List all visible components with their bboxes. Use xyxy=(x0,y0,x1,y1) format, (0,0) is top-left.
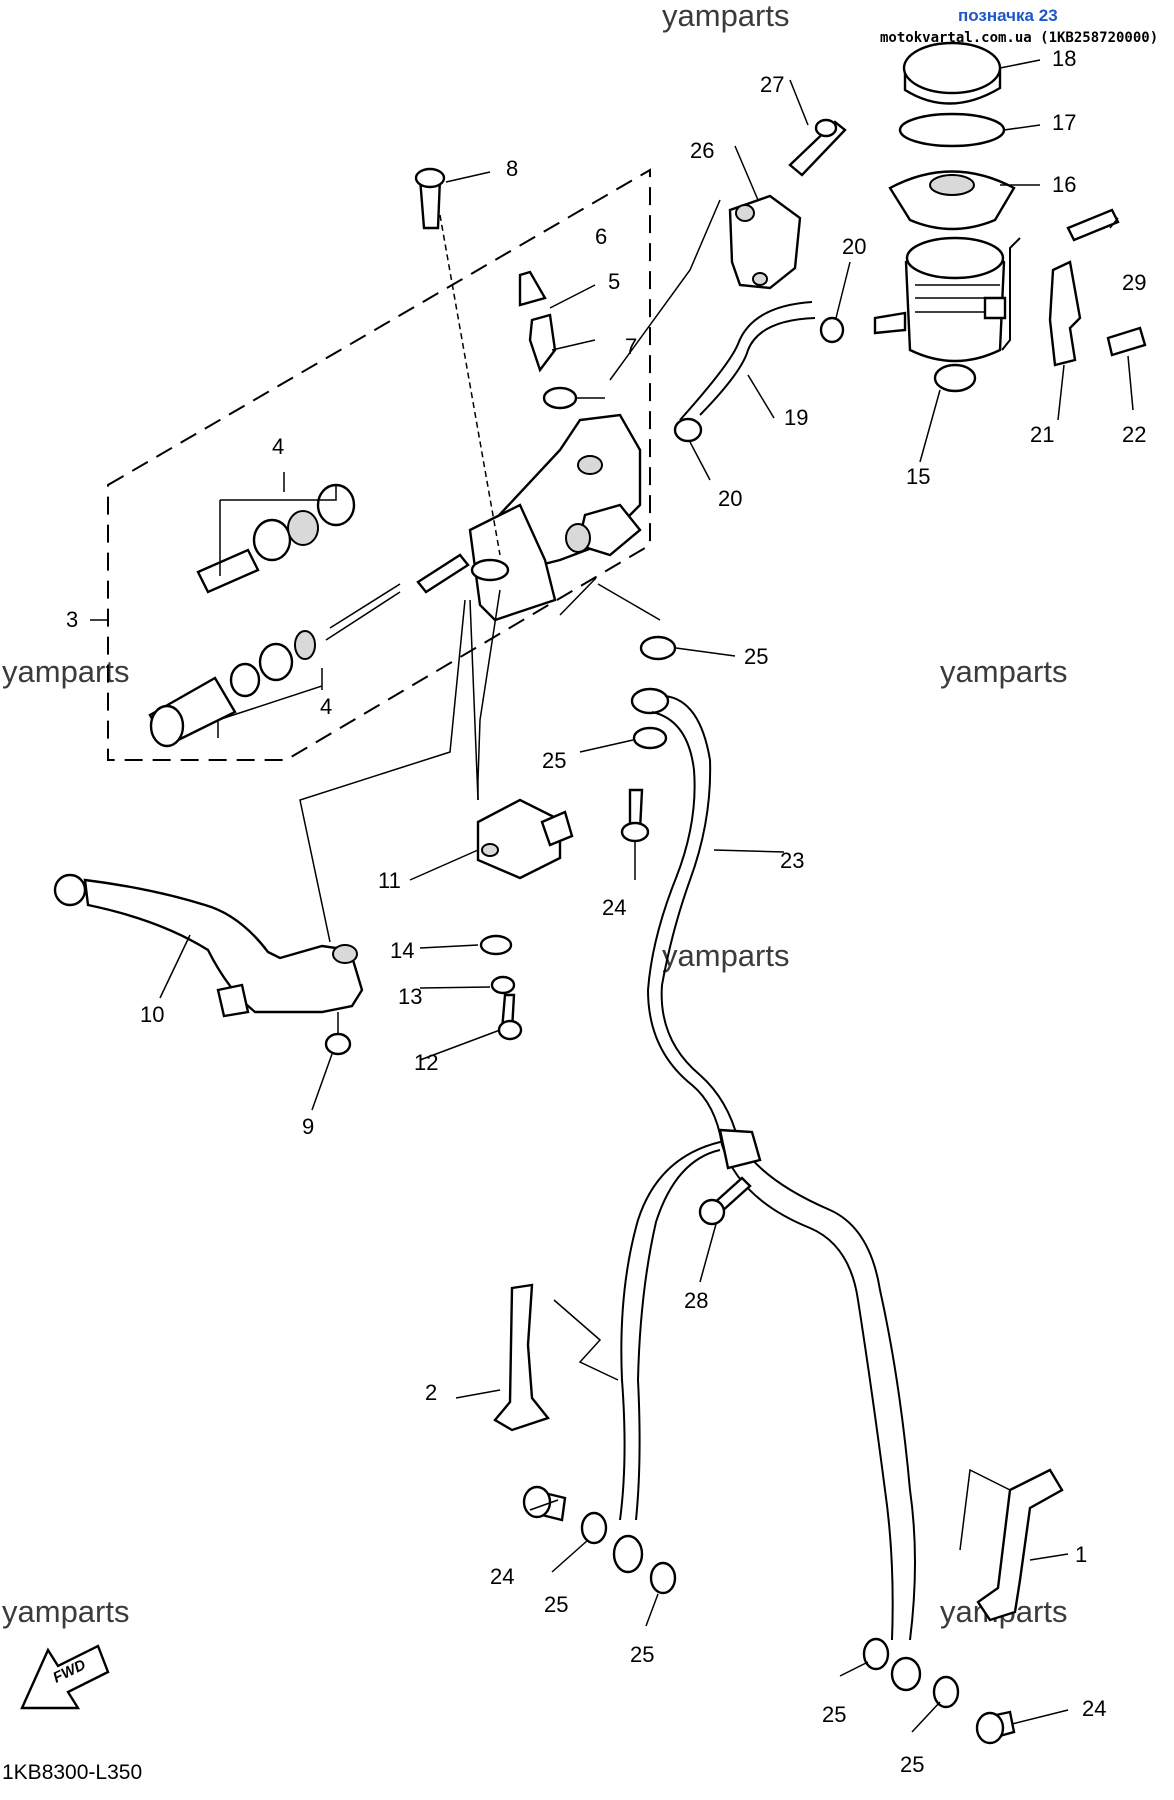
callout-15: 15 xyxy=(906,464,930,489)
watermark-center: yamparts xyxy=(662,938,789,973)
hose-guide-1 xyxy=(976,1468,1064,1622)
hose-clamp-upper xyxy=(819,316,845,344)
callout-29: 29 xyxy=(1122,270,1146,295)
bracket-plate-21 xyxy=(1048,260,1082,367)
washer-25-f xyxy=(932,1675,960,1709)
fwd-arrow: FWD xyxy=(20,1644,110,1710)
callout-4-upper: 4 xyxy=(272,434,284,459)
callout-14: 14 xyxy=(390,938,414,963)
watermark-bottom-left: yamparts xyxy=(2,1594,129,1629)
reference-code: 1KB8300-L350 xyxy=(2,1761,142,1784)
watermark-left: yamparts xyxy=(2,654,129,689)
callout-16: 16 xyxy=(1052,172,1076,197)
callout-28: 28 xyxy=(684,1288,708,1313)
callout-27: 27 xyxy=(760,72,784,97)
callout-5: 5 xyxy=(608,269,620,294)
callout-25-a: 25 xyxy=(744,644,768,669)
callout-17: 17 xyxy=(1052,110,1076,135)
hose-guide-2 xyxy=(493,1283,551,1432)
watermark-top: yamparts xyxy=(662,0,789,33)
nut-9 xyxy=(324,1032,352,1056)
callout-4-lower: 4 xyxy=(320,694,332,719)
washer-25-b xyxy=(632,726,668,750)
piston-kit-lower xyxy=(148,553,470,748)
brake-lever xyxy=(53,873,364,1018)
callout-23: 23 xyxy=(780,848,804,873)
leader-lines xyxy=(90,59,1134,1733)
callout-25-b: 25 xyxy=(542,748,566,773)
callout-25-c: 25 xyxy=(544,1592,568,1617)
callout-25-d: 25 xyxy=(630,1642,654,1667)
callout-24-lower-left: 24 xyxy=(490,1564,514,1589)
reservoir-assembly xyxy=(873,41,1016,393)
washer-25-c xyxy=(580,1511,608,1545)
washer-7 xyxy=(542,386,578,410)
diaphragm xyxy=(888,170,1016,231)
callout-25-f: 25 xyxy=(900,1752,924,1777)
callout-24-upper: 24 xyxy=(602,895,626,920)
callout-21: 21 xyxy=(1030,422,1054,447)
piston-kit-upper xyxy=(196,483,356,594)
washer-25-a xyxy=(639,635,677,661)
source-text: motokvartal.com.ua (1KB258720000) xyxy=(880,30,1158,46)
callout-20-lower: 20 xyxy=(718,486,742,511)
callout-2: 2 xyxy=(425,1380,437,1405)
callout-18: 18 xyxy=(1052,46,1076,71)
bolt-29 xyxy=(1066,208,1120,242)
diaphragm-plate xyxy=(898,112,1006,148)
callout-13: 13 xyxy=(398,984,422,1009)
callout-12: 12 xyxy=(414,1050,438,1075)
washer-25-e xyxy=(862,1637,890,1671)
badge-text: позначка 23 xyxy=(958,6,1058,25)
callout-8: 8 xyxy=(506,156,518,181)
nut-13 xyxy=(490,975,516,995)
callout-24-lower-right: 24 xyxy=(1082,1696,1106,1721)
brake-hose xyxy=(612,687,922,1692)
callout-1: 1 xyxy=(1075,1542,1087,1567)
callout-25-e: 25 xyxy=(822,1702,846,1727)
callout-6: 6 xyxy=(595,224,607,249)
callout-numbers: 1 2 3 4 4 5 6 7 8 9 10 11 12 13 14 15 16… xyxy=(66,46,1146,1777)
callout-3: 3 xyxy=(66,607,78,632)
bleeder-cap xyxy=(518,270,547,307)
reservoir-hose xyxy=(679,301,816,421)
callout-7: 7 xyxy=(625,334,637,359)
callout-26: 26 xyxy=(690,138,714,163)
callout-11: 11 xyxy=(378,868,401,893)
screw-22 xyxy=(1106,326,1147,357)
clutch-switch xyxy=(476,798,562,880)
callout-10: 10 xyxy=(140,1002,164,1027)
callout-20-upper: 20 xyxy=(842,234,866,259)
callout-9: 9 xyxy=(302,1114,314,1139)
bleeder-screw xyxy=(528,313,557,373)
watermark-right: yamparts xyxy=(940,654,1067,689)
callout-22: 22 xyxy=(1122,422,1146,447)
washer-25-d xyxy=(649,1561,677,1595)
assembly-outline xyxy=(107,168,651,761)
hose-clamp-lower xyxy=(673,417,703,443)
callout-19: 19 xyxy=(784,405,808,430)
master-cylinder-body xyxy=(468,413,642,622)
washer-14 xyxy=(479,934,513,956)
